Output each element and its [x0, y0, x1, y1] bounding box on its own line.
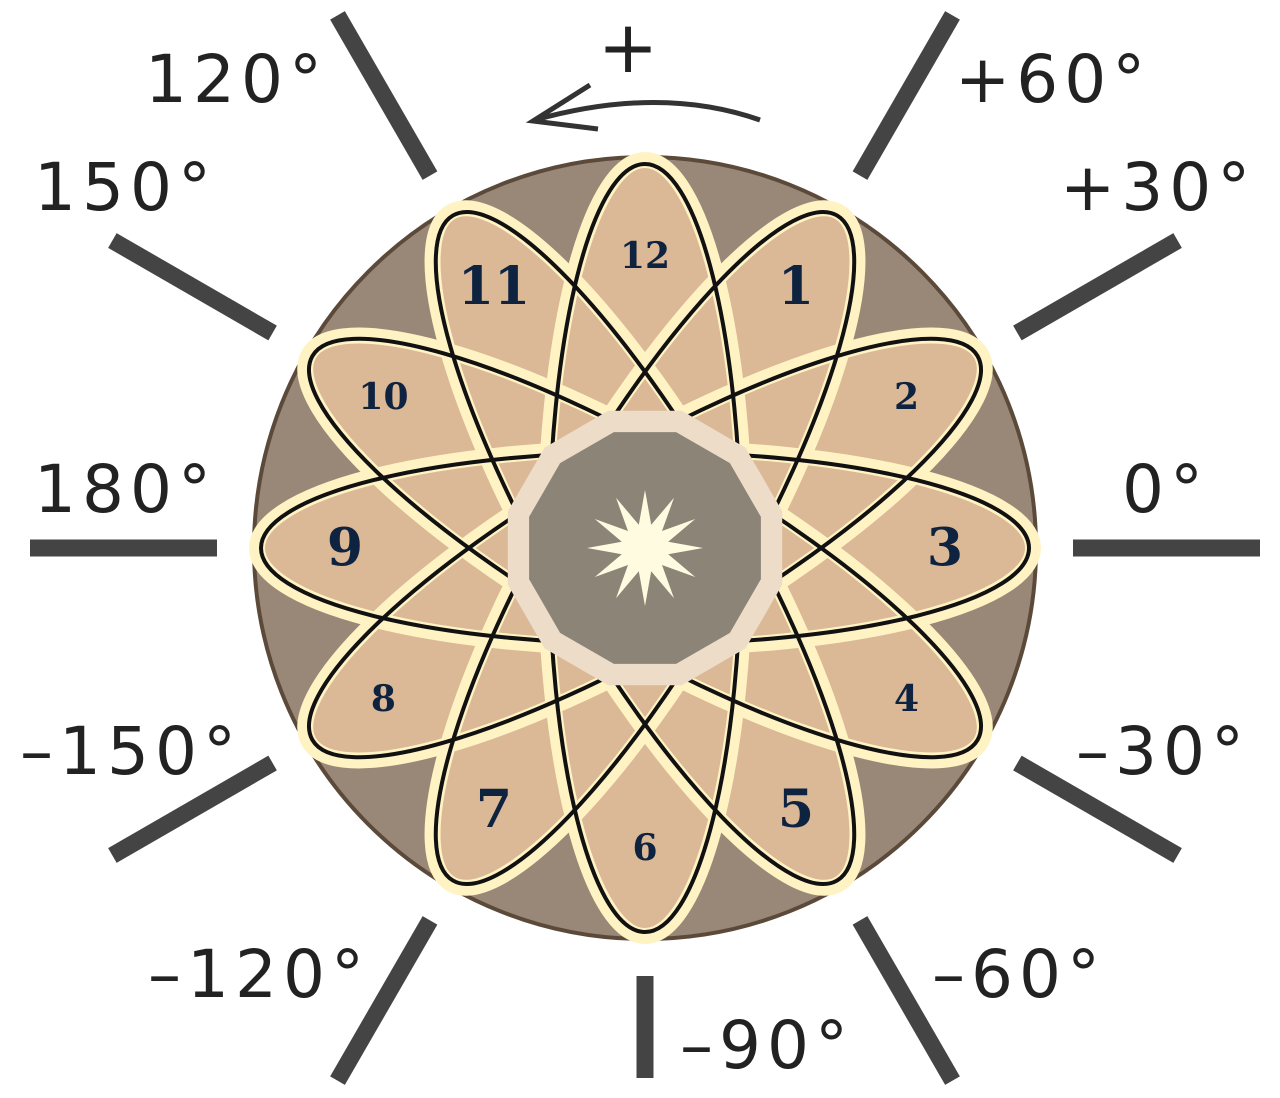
angle-label: +60° — [955, 41, 1151, 118]
hour-numeral: 5 — [778, 779, 814, 840]
angle-label: +30° — [1060, 149, 1256, 226]
hour-numeral: 2 — [894, 376, 919, 418]
tick-mark — [1013, 233, 1182, 341]
angle-label: –90° — [680, 1007, 854, 1084]
hour-numeral: 7 — [476, 779, 512, 840]
hour-numeral: 12 — [620, 235, 670, 277]
tick-mark — [852, 11, 960, 180]
hour-numeral: 6 — [632, 827, 657, 869]
angle-label: –30° — [1076, 713, 1250, 790]
hour-numeral: 1 — [778, 256, 814, 317]
center-dot-icon — [631, 534, 659, 562]
angle-label: 120° — [145, 41, 328, 118]
hour-numeral: 10 — [358, 376, 408, 418]
hour-numeral: 9 — [327, 518, 363, 579]
tick-mark — [852, 916, 960, 1085]
tick-mark — [108, 233, 277, 341]
hour-numeral: 11 — [458, 256, 530, 317]
angle-labels: 0° +30° +60° –90° 120° 150° 180° –150° –120° –60°… — [20, 41, 1256, 1084]
hour-numeral: 8 — [371, 678, 396, 720]
angle-label: 0° — [1122, 451, 1209, 528]
angle-label: 180° — [34, 451, 217, 528]
tick-mark — [330, 916, 438, 1085]
hour-numeral: 4 — [894, 678, 919, 720]
angle-label: –60° — [932, 936, 1106, 1013]
hour-numeral: 3 — [927, 518, 963, 579]
angle-label: –120° — [148, 936, 370, 1013]
tick-mark — [1013, 755, 1182, 863]
angle-label: 150° — [34, 149, 217, 226]
angle-label: –150° — [20, 713, 242, 790]
direction-plus-label: + — [598, 5, 658, 89]
direction-arrow-icon — [525, 82, 761, 132]
tick-mark — [108, 755, 277, 863]
angle-ticks — [30, 11, 1260, 1085]
tick-mark — [330, 11, 438, 180]
